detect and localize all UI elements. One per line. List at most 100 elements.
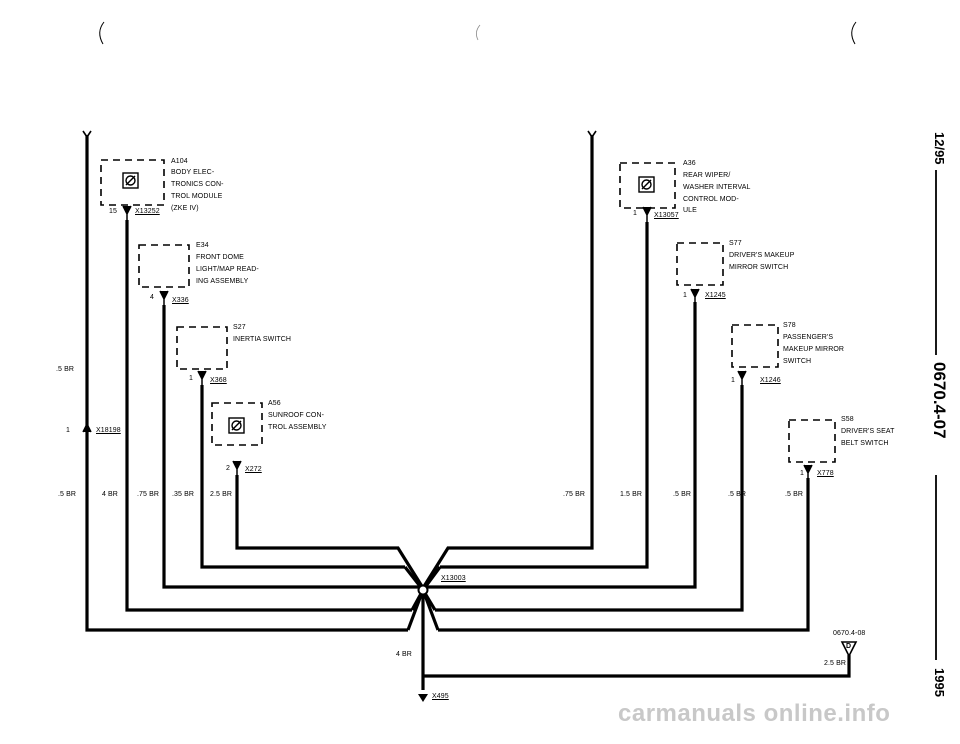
- module-icon-a36: [638, 176, 655, 193]
- wire-label-ground: 4 BR: [396, 651, 412, 658]
- s58-desc-1: DRIVER'S SEAT: [841, 428, 895, 435]
- a36-desc-2: WASHER INTERVAL: [683, 184, 751, 191]
- e34-desc-3: ING ASSEMBLY: [196, 278, 249, 285]
- s77-code: S77: [729, 240, 742, 247]
- a104-code: A104: [171, 158, 188, 165]
- box-s27: [176, 326, 228, 370]
- wire-label-reference: 2.5 BR: [824, 660, 846, 667]
- a36-desc-3: CONTROL MOD-: [683, 196, 739, 203]
- box-s58: [788, 419, 836, 463]
- ground-icon: [418, 694, 428, 702]
- s78-connector: X1246: [760, 377, 781, 384]
- s58-connector: X778: [817, 470, 834, 477]
- s27-code: S27: [233, 324, 246, 331]
- connector-arrow-left: [82, 422, 92, 433]
- a56-connector: X272: [245, 466, 262, 473]
- module-icon-a104: [122, 172, 139, 189]
- s78-desc-1: PASSENGER'S: [783, 334, 834, 341]
- a104-connector: X13252: [135, 208, 160, 215]
- side-year: 1995: [932, 668, 947, 697]
- wire-label-s27: .35 BR: [172, 491, 194, 498]
- a56-desc-1: SUNROOF CON-: [268, 412, 325, 419]
- a36-code: A36: [683, 160, 696, 167]
- wire-s58a: [435, 385, 744, 612]
- module-icon-a56: [228, 417, 245, 434]
- box-e34: [138, 244, 190, 288]
- a104-desc-2: TRONICS CON-: [171, 181, 224, 188]
- scan-mark-2: [476, 24, 481, 41]
- scan-mark-3: [851, 21, 857, 45]
- wire-label-e34: .75 BR: [137, 491, 159, 498]
- a36-connector: X13057: [654, 212, 679, 219]
- s58-code: S58: [841, 416, 854, 423]
- ground-label: X495: [432, 693, 449, 700]
- a36-desc-1: REAR WIPER/: [683, 172, 731, 179]
- reference-letter: D: [846, 643, 852, 650]
- s77-desc-1: DRIVER'S MAKEUP: [729, 252, 795, 259]
- s78-code: S78: [783, 322, 796, 329]
- a56-pin: 2: [226, 465, 230, 472]
- reference-triangle-icon: [840, 641, 858, 658]
- reference-page[interactable]: 0670.4-08: [833, 630, 866, 637]
- left-connector-pin: 1: [66, 427, 70, 434]
- wire-label-left-top: .5 BR: [56, 366, 75, 373]
- wire-a56: [235, 475, 425, 589]
- splice-label: X13003: [441, 575, 466, 582]
- wire-s77: [440, 222, 649, 569]
- wire-a36: [421, 135, 594, 589]
- box-a56: [211, 402, 263, 446]
- a104-desc-3: TROL MODULE: [171, 193, 223, 200]
- wire-label-s77: 1.5 BR: [620, 491, 642, 498]
- box-a104: [100, 159, 165, 206]
- s27-connector: X368: [210, 377, 227, 384]
- a36-desc-4: ULE: [683, 207, 697, 214]
- wire-left-bus: [85, 135, 408, 632]
- s77-connector: X1245: [705, 292, 726, 299]
- s78-desc-2: MAKEUP MIRROR: [783, 346, 845, 353]
- a104-desc-4: (ZKE IV): [171, 205, 199, 212]
- wire-s78: [427, 302, 697, 589]
- wire-label-left-bottom: .5 BR: [58, 491, 77, 498]
- a104-desc-1: BODY ELEC-: [171, 169, 215, 176]
- a104-pin: 15: [109, 208, 117, 215]
- s58-desc-2: BELT SWITCH: [841, 440, 889, 447]
- wire-s58b: [438, 478, 810, 632]
- e34-connector: X336: [172, 297, 189, 304]
- wire-label-a56: 2.5 BR: [210, 491, 232, 498]
- watermark: carmanuals online.info: [618, 700, 891, 727]
- wire-a104: [125, 220, 412, 612]
- a56-desc-2: TROL ASSEMBLY: [268, 424, 327, 431]
- s78-desc-3: SWITCH: [783, 358, 812, 365]
- connector-arrow-a104: [122, 205, 132, 222]
- s27-desc-1: INERTIA SWITCH: [233, 336, 292, 343]
- connector-arrow-s77: [690, 288, 700, 303]
- s78-pin: 1: [731, 377, 735, 384]
- connector-arrow-s78: [737, 370, 747, 386]
- connector-arrow-s58: [803, 464, 813, 479]
- connector-arrow-a56: [232, 460, 242, 476]
- splice-node: [417, 584, 429, 596]
- side-page-number: 0670.4-07: [930, 362, 949, 439]
- wire-label-a104: 4 BR: [102, 491, 118, 498]
- e34-desc-2: LIGHT/MAP READ-: [196, 266, 259, 273]
- e34-code: E34: [196, 242, 209, 249]
- box-a36: [619, 162, 676, 209]
- s27-pin: 1: [189, 375, 193, 382]
- a56-code: A56: [268, 400, 281, 407]
- side-date: 12/95: [932, 132, 947, 165]
- s77-desc-2: MIRROR SWITCH: [729, 264, 789, 271]
- a36-pin: 1: [633, 210, 637, 217]
- s58-pin: 1: [800, 470, 804, 477]
- connector-arrow-s27: [197, 370, 207, 386]
- wire-label-s58a: .5 BR: [728, 491, 747, 498]
- wire-label-s78: .5 BR: [673, 491, 692, 498]
- wire-reference: [423, 655, 851, 678]
- s77-pin: 1: [683, 292, 687, 299]
- wire-e34: [162, 305, 420, 589]
- e34-pin: 4: [150, 294, 154, 301]
- connector-arrow-e34: [159, 290, 169, 306]
- wire-label-s58b: .5 BR: [785, 491, 804, 498]
- connector-arrow-a36: [642, 206, 652, 222]
